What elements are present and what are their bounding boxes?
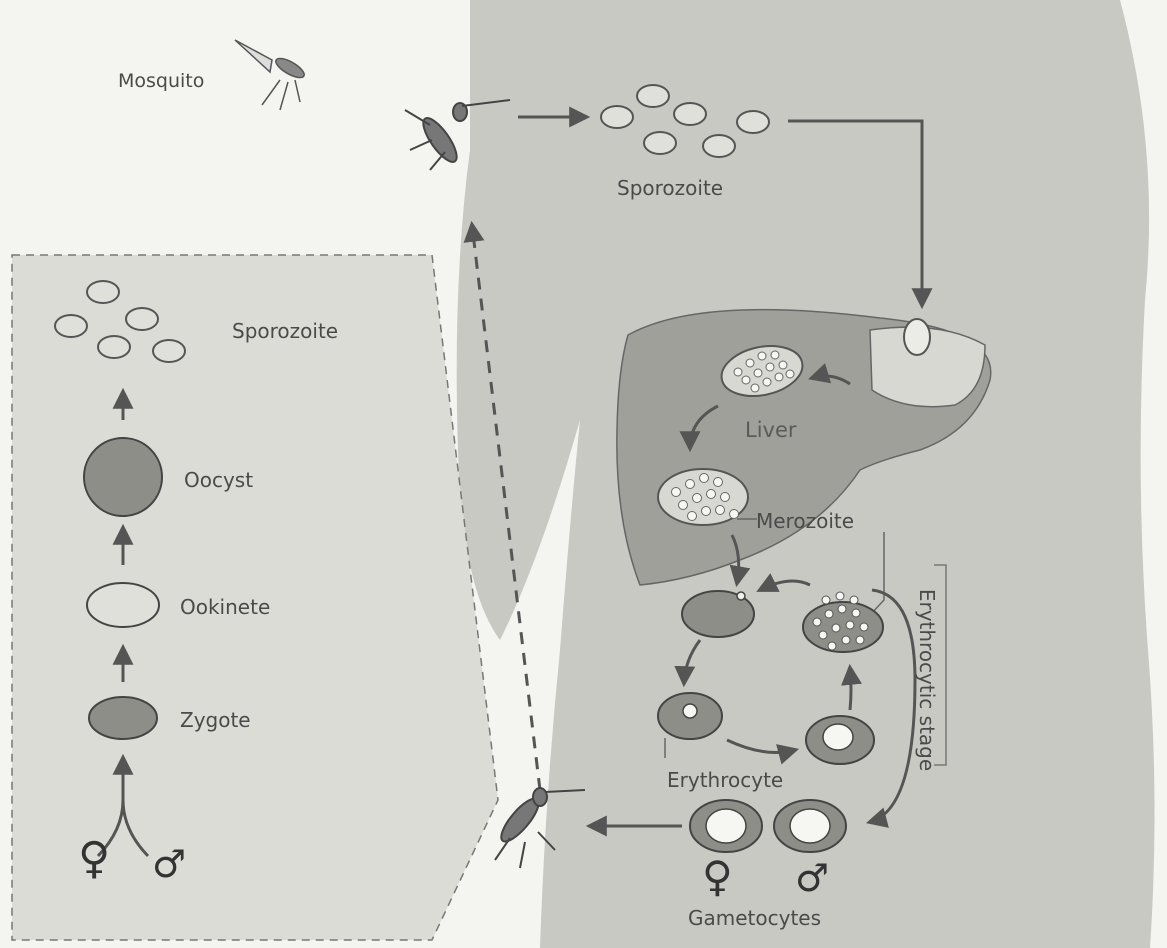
zygote-shape: [89, 697, 157, 739]
label-sporozoite-body: Sporozoite: [617, 176, 723, 200]
male-symbol-gametocyte: ♂: [795, 856, 829, 900]
label-ookinete: Ookinete: [180, 595, 270, 619]
label-merozoite: Merozoite: [756, 509, 854, 533]
mosquito-small-icon: [235, 40, 307, 110]
label-mosquito: Mosquito: [118, 70, 204, 92]
ookinete-shape: [87, 583, 159, 627]
erythrocyte-late-trophozoite: [806, 716, 874, 764]
oocyst-shape: [84, 438, 162, 516]
merozoite-invading: [737, 592, 745, 600]
gametocyte-male: [774, 800, 846, 852]
female-symbol-gametocyte: ♀: [702, 852, 733, 901]
label-erythrocyte: Erythrocyte: [667, 768, 783, 792]
arrow-to-schizont: [850, 668, 851, 710]
label-liver: Liver: [745, 418, 797, 442]
erythrocyte-trophozoite: [658, 693, 722, 739]
sporozoite-entering-liver: [904, 319, 930, 355]
infected-hepatocyte-2: [658, 469, 748, 525]
female-symbol-inset: ♀: [78, 833, 110, 884]
label-zygote: Zygote: [180, 708, 251, 732]
label-sporozoite-inset: Sporozoite: [232, 319, 338, 343]
label-oocyst: Oocyst: [184, 468, 253, 492]
male-symbol-inset: ♂: [152, 842, 186, 886]
label-gametocytes: Gametocytes: [688, 906, 821, 930]
label-erythrocytic-stage: Erythrocytic stage: [915, 589, 939, 771]
gametocyte-female: [690, 800, 762, 852]
